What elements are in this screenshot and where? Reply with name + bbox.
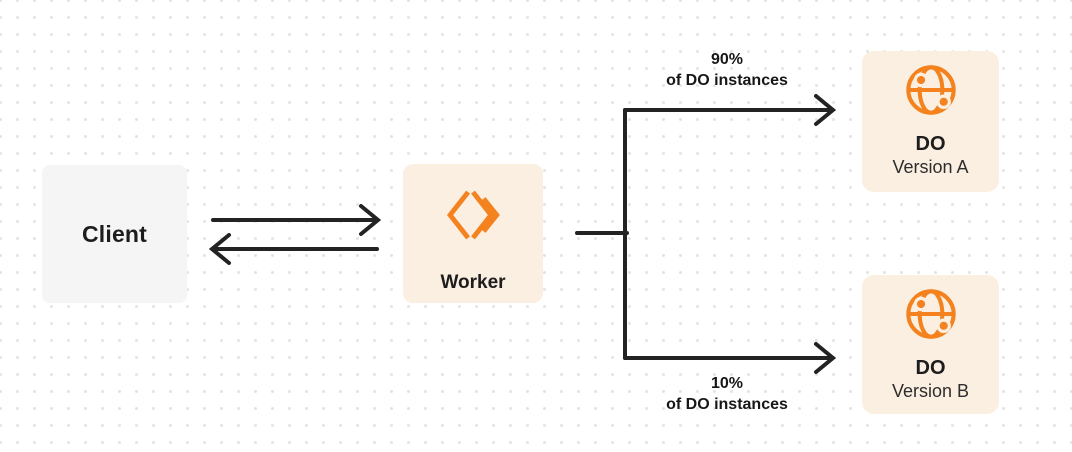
bottom-branch-percent: 10%	[710, 375, 744, 392]
worker-node: Worker	[403, 164, 543, 303]
do-version-a-node: DO Version A	[862, 51, 999, 192]
do-version-b-title: DO	[915, 357, 946, 379]
branch-connector	[575, 108, 629, 360]
do-version-b-subtitle: Version B	[891, 381, 970, 401]
bottom-branch-caption: of DO instances	[666, 396, 788, 413]
worker-double-chevron-icon	[446, 185, 500, 250]
branch-arrow-top	[623, 94, 837, 126]
do-version-b-node: DO Version B	[862, 275, 999, 414]
do-version-a-title: DO	[915, 133, 946, 155]
globe-icon	[902, 61, 960, 124]
top-branch-percent: 90%	[710, 51, 744, 68]
client-worker-request-arrow	[211, 204, 382, 236]
worker-client-response-arrow	[208, 233, 379, 265]
top-branch-caption: of DO instances	[666, 72, 788, 89]
top-branch-label: 90% of DO instances	[666, 49, 788, 91]
worker-node-label: Worker	[440, 272, 506, 293]
globe-icon	[902, 285, 960, 348]
client-node: Client	[42, 165, 187, 303]
do-version-a-subtitle: Version A	[892, 157, 969, 177]
branch-arrow-bottom	[623, 342, 837, 374]
bottom-branch-label: 10% of DO instances	[666, 373, 788, 415]
client-node-label: Client	[81, 220, 148, 247]
